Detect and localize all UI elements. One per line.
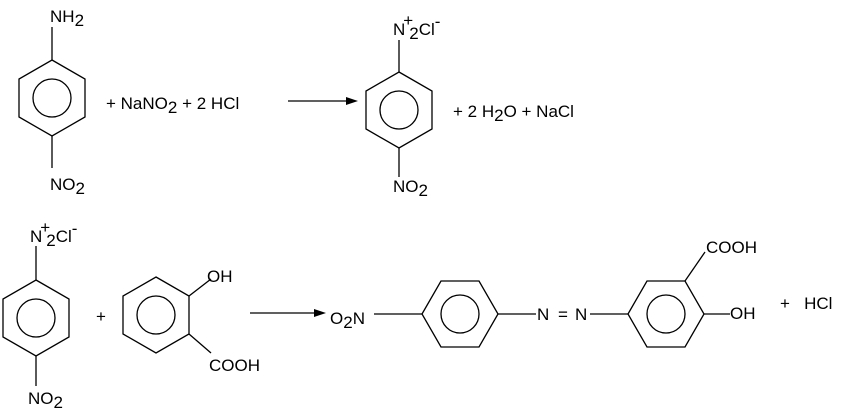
benzene-ring [122, 276, 190, 354]
reactant-salicylic-acid: OH COOH [122, 267, 260, 375]
plus-sign: + [96, 307, 106, 326]
nitro-group-label: O2N [330, 309, 365, 332]
hcl-byproduct-label: + HCl [780, 294, 832, 313]
nitro-group-label: NO2 [50, 175, 85, 198]
amino-group-label: NH2 [50, 7, 84, 30]
hydroxyl-group-label: OH [730, 304, 756, 323]
reagents-label: + NaNO2 + 2 HCl [106, 94, 239, 117]
benzene-ring-right [627, 280, 705, 348]
carboxyl-group-label: COOH [706, 238, 757, 257]
benzene-ring [2, 279, 70, 357]
reaction-arrow-1 [288, 97, 358, 105]
nitro-group-label: NO2 [393, 177, 428, 200]
azo-nitrogen-right: N [575, 305, 587, 324]
nitro-group-label: NO2 [28, 389, 63, 412]
reaction-arrow-2 [250, 309, 326, 317]
bond-c-oh [188, 278, 212, 297]
aromatic-circle [16, 298, 56, 338]
benzene-ring-left [421, 280, 499, 348]
bond-c-cooh [188, 333, 212, 354]
reactant-p-nitroaniline: NH2 NO2 [18, 7, 86, 198]
aromatic-circle-right [646, 294, 686, 334]
product-diazonium-salt: N+2Cl- NO2 [365, 11, 440, 200]
byproducts-label: + 2 H2O + NaCl [453, 102, 574, 125]
hydroxyl-group-label: OH [207, 267, 233, 286]
azo-double-bond: = [558, 305, 568, 324]
aromatic-circle [32, 78, 72, 118]
aromatic-circle-left [440, 294, 480, 334]
azo-nitrogen-left: N [537, 305, 549, 324]
diazonium-group-label: N+2Cl- [30, 218, 77, 250]
reactant-diazonium-salt: N+2Cl- NO2 [2, 218, 77, 412]
aromatic-circle [136, 295, 176, 335]
product-azo-dye: O2N N = N COOH OH [330, 238, 757, 348]
benzene-ring [365, 71, 433, 149]
diazonium-group-label: N+2Cl- [393, 11, 440, 43]
benzene-ring [18, 59, 86, 137]
bond-c-cooh [684, 251, 706, 282]
carboxyl-group-label: COOH [209, 356, 260, 375]
aromatic-circle [379, 90, 419, 130]
